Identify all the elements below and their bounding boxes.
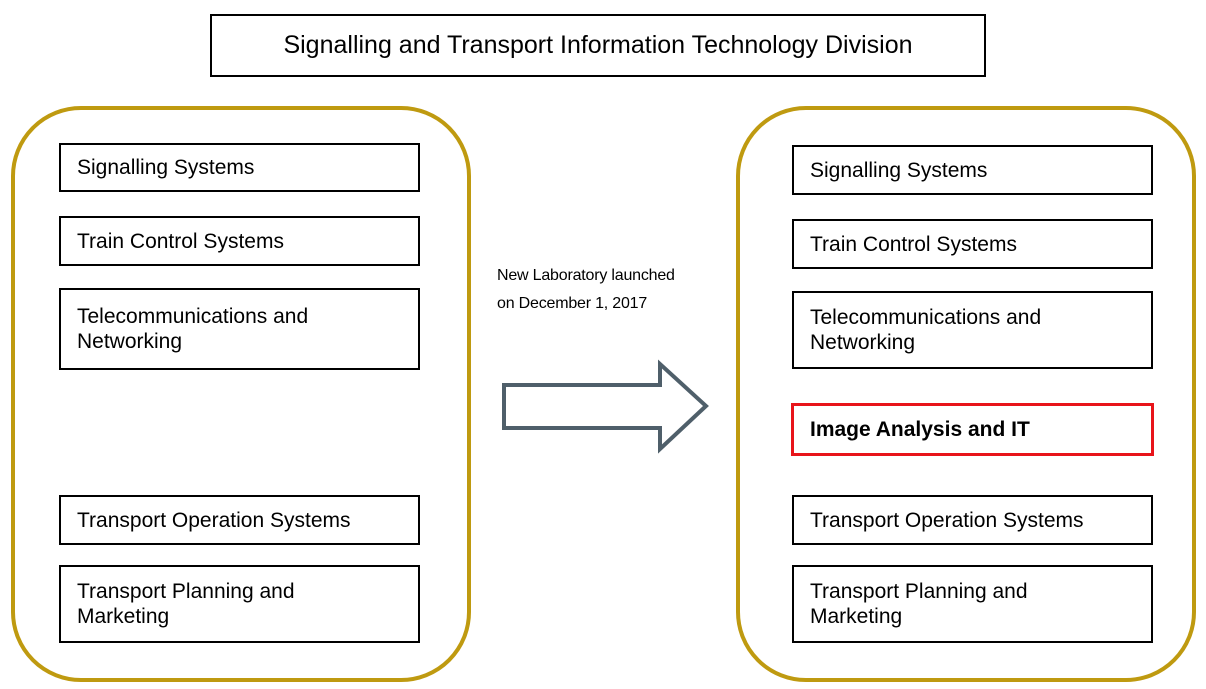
after-unit-transport-planning: Transport Planning and Marketing [792,565,1153,643]
unit-label: Networking [77,330,183,353]
transition-note-line: on December 1, 2017 [497,295,648,312]
unit-label: Transport Operation Systems [810,508,1084,532]
before-unit-signalling-systems: Signalling Systems [59,143,420,192]
unit-label: Transport Planning and [77,580,295,603]
right-arrow-icon [502,359,709,454]
before-unit-telecommunications: Telecommunications and Networking [59,288,420,370]
unit-label: Transport Operation Systems [77,508,351,532]
unit-label: Telecommunications and [77,305,309,328]
before-unit-transport-operation-systems: Transport Operation Systems [59,495,420,545]
transition-note: New Laboratory launched on December 1, 2… [497,262,675,318]
division-title: Signalling and Transport Information Tec… [210,14,986,77]
unit-label: Telecommunications and [810,306,1042,329]
before-group [11,106,471,682]
unit-label: Marketing [77,605,170,628]
after-group [736,106,1196,682]
unit-label: Marketing [810,605,903,628]
before-unit-train-control-systems: Train Control Systems [59,216,420,266]
unit-label: Signalling Systems [77,156,255,179]
unit-label: Transport Planning and [810,580,1028,603]
after-unit-transport-operation-systems: Transport Operation Systems [792,495,1153,545]
transition-note-line: New Laboratory launched [497,267,675,284]
after-unit-train-control-systems: Train Control Systems [792,219,1153,269]
unit-label: Signalling Systems [810,158,988,182]
before-unit-transport-planning: Transport Planning and Marketing [59,565,420,643]
unit-label: Train Control Systems [810,232,1017,256]
unit-label: Train Control Systems [77,229,284,253]
unit-label: Image Analysis and IT [810,418,1030,441]
after-unit-image-analysis-new: Image Analysis and IT [791,403,1154,456]
after-unit-signalling-systems: Signalling Systems [792,145,1153,195]
after-unit-telecommunications: Telecommunications and Networking [792,291,1153,369]
unit-label: Networking [810,331,916,354]
